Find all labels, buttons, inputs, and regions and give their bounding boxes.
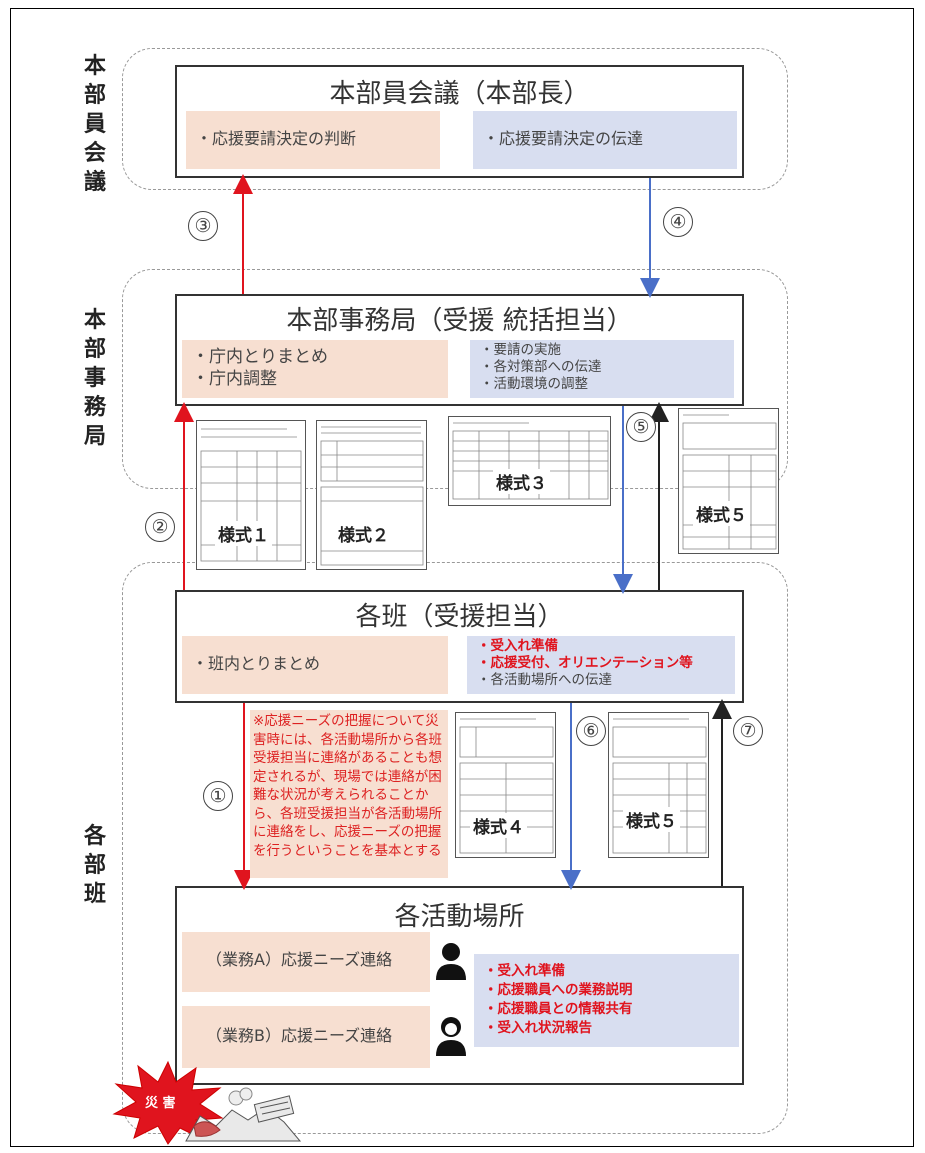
site-right-item-red: ・受入れ準備 (484, 963, 565, 979)
team-right-item: ・各活動場所への伝達 (477, 672, 612, 688)
form-5-bottom-thumbnail: 様式５ (608, 712, 709, 858)
step-5-label: ⑤ (626, 412, 656, 442)
team-left-panel: ・班内とりまとめ (182, 636, 448, 694)
hq-office-right-item: ・要請の実施 (480, 342, 561, 358)
site-title: 各活動場所 (394, 902, 525, 932)
hq-office-left-item: ・庁内とりまとめ (192, 347, 328, 367)
zone-label-departments: 各部班 (83, 824, 106, 907)
hq-office-box: 本部事務局（受援 統括担当） ・庁内とりまとめ ・庁内調整 ・要請の実施 ・各対… (175, 294, 744, 406)
form-2-label: 様式２ (335, 521, 392, 546)
form-5-bottom-label: 様式５ (623, 807, 680, 832)
task-b-panel: （業務B）応援ニーズ連絡 (182, 1006, 430, 1068)
task-a-label: （業務A）応援ニーズ連絡 (206, 950, 393, 969)
site-right-item-red: ・受入れ状況報告 (484, 1020, 592, 1036)
form-1-grid-icon (200, 428, 302, 562)
team-right-panel: ・受入れ準備 ・応援受付、オリエンテーション等 ・各活動場所への伝達 (467, 636, 735, 694)
hq-meeting-right-panel: ・応援要請決定の伝達 (473, 111, 737, 169)
zone-label-hq-meeting: 本部員会議 (83, 54, 106, 195)
form-3-thumbnail: 様式３ (448, 416, 611, 506)
team-box: 各班（受援担当） ・班内とりまとめ ・受入れ準備 ・応援受付、オリエンテーション… (175, 590, 744, 703)
hq-office-left-panel: ・庁内とりまとめ ・庁内調整 (182, 340, 448, 398)
hq-office-right-panel: ・要請の実施 ・各対策部への伝達 ・活動環境の調整 (470, 340, 734, 398)
hq-meeting-box: 本部員会議（本部長） ・応援要請決定の判断 ・応援要請決定の伝達 (175, 65, 744, 178)
hq-office-right-item: ・活動環境の調整 (480, 376, 588, 392)
rubble-icon (185, 1087, 302, 1142)
form-2-thumbnail: 様式２ (316, 420, 427, 570)
zone-departments (122, 562, 788, 1134)
form-4-label: 様式４ (470, 813, 527, 838)
form-4-thumbnail: 様式４ (455, 712, 556, 858)
site-right-panel: ・受入れ準備 ・応援職員への業務説明 ・応援職員との情報共有 ・受入れ状況報告 (474, 954, 739, 1047)
site-right-item-red: ・応援職員との情報共有 (484, 1001, 633, 1017)
hq-meeting-left-panel: ・応援要請決定の判断 (186, 111, 440, 169)
form-1-label: 様式１ (215, 521, 272, 546)
form-1-thumbnail: 様式１ (196, 420, 306, 570)
step-3-label: ③ (188, 211, 218, 241)
team-right-item-red: ・応援受付、オリエンテーション等 (477, 655, 693, 671)
step-7-label: ⑦ (733, 716, 763, 746)
form-5-bottom-grid-icon (612, 718, 707, 854)
zone-label-hq-office: 本部事務局 (83, 308, 106, 449)
zone-hq-meeting (122, 48, 788, 190)
hq-meeting-right-item: ・応援要請決定の伝達 (483, 129, 644, 148)
form-2-grid-icon (320, 426, 424, 566)
team-right-item-red: ・受入れ準備 (477, 638, 558, 654)
disaster-burst-icon (112, 1060, 224, 1145)
step-1-label: ① (203, 781, 233, 811)
needs-note: ※応援ニーズの把握について災害時には、各活動場所から各班受援担当に連絡があること… (250, 710, 448, 878)
form-5-top-thumbnail: 様式５ (678, 408, 779, 554)
site-box: 各活動場所 （業務A）応援ニーズ連絡 （業務B）応援ニーズ連絡 ・受入れ準備 ・… (175, 886, 744, 1085)
form-3-label: 様式３ (493, 469, 550, 494)
form-5-top-label: 様式５ (693, 501, 750, 526)
outer-frame (10, 8, 914, 1147)
hq-meeting-left-item: ・応援要請決定の判断 (196, 129, 357, 148)
step-2-label: ② (145, 512, 175, 542)
team-title: 各班（受援担当） (355, 602, 564, 632)
step-6-label: ⑥ (576, 716, 606, 746)
person-b-icon (436, 1017, 466, 1056)
person-a-icon (436, 943, 466, 980)
step-4-label: ④ (663, 207, 693, 237)
form-4-grid-icon (459, 718, 554, 854)
hq-office-right-item: ・各対策部への伝達 (480, 359, 602, 375)
site-right-item-red: ・応援職員への業務説明 (484, 982, 633, 998)
task-a-panel: （業務A）応援ニーズ連絡 (182, 932, 430, 992)
hq-office-title: 本部事務局（受援 統括担当） (286, 306, 633, 336)
hq-office-left-item: ・庁内調整 (192, 369, 277, 389)
disaster-label: 災 害 (145, 1096, 176, 1111)
hq-meeting-title: 本部員会議（本部長） (329, 79, 590, 109)
task-b-label: （業務B）応援ニーズ連絡 (206, 1026, 393, 1045)
form-5-top-grid-icon (682, 414, 777, 550)
team-left-item: ・班内とりまとめ (192, 654, 321, 673)
